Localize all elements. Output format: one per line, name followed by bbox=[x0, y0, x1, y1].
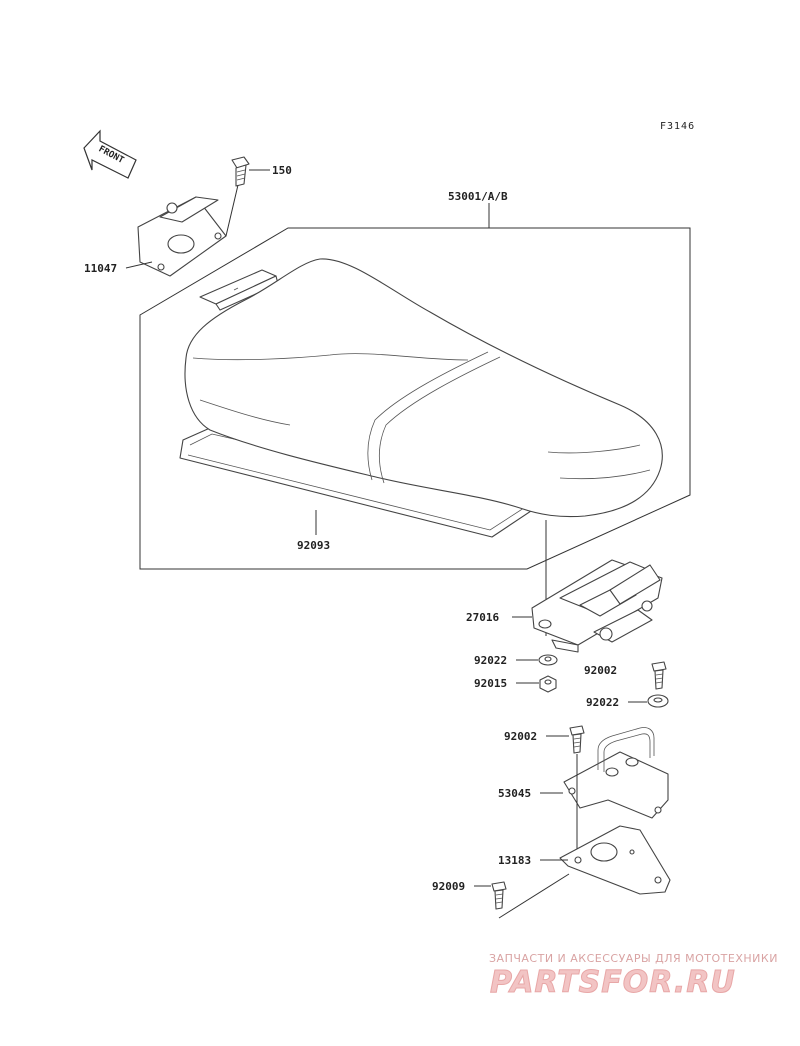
nut-92015-icon bbox=[539, 675, 557, 693]
bolt-92002-right-icon bbox=[651, 661, 667, 690]
washer-92022-icon bbox=[538, 654, 558, 666]
part-label-11047: 11047 bbox=[84, 262, 117, 275]
plate-13183-icon bbox=[559, 825, 671, 895]
part-label-13183: 13183 bbox=[498, 854, 531, 867]
bracket-11047-icon bbox=[137, 196, 227, 277]
screw-92009-icon bbox=[491, 881, 507, 910]
washer-92022-right-icon bbox=[647, 694, 669, 708]
part-label-92015: 92015 bbox=[474, 677, 507, 690]
figure-code: F3146 bbox=[660, 121, 695, 132]
part-label-150: 150 bbox=[272, 164, 292, 177]
bracket-53045-icon bbox=[563, 727, 669, 819]
part-label-53045: 53045 bbox=[498, 787, 531, 800]
watermark-logo: PARTSFOR.RU bbox=[490, 965, 736, 1000]
seat-icon bbox=[179, 258, 663, 538]
part-label-92093: 92093 bbox=[297, 539, 330, 552]
part-label-92009: 92009 bbox=[432, 880, 465, 893]
latch-27016-icon bbox=[531, 559, 663, 653]
part-label-53001: 53001/A/B bbox=[448, 190, 508, 203]
part-label-92002-right: 92002 bbox=[584, 664, 617, 677]
part-label-92002-left: 92002 bbox=[504, 730, 537, 743]
front-arrow-icon: FRONT bbox=[83, 129, 137, 179]
bolt-150-icon bbox=[231, 156, 250, 187]
part-label-27016: 27016 bbox=[466, 611, 499, 624]
watermark-tagline: ЗАПЧАСТИ И АКСЕССУАРЫ ДЛЯ МОТОТЕХНИКИ bbox=[489, 952, 778, 965]
seat-assembly-frame bbox=[139, 227, 691, 570]
part-label-92022-right: 92022 bbox=[586, 696, 619, 709]
bolt-92002-left-icon bbox=[569, 725, 585, 754]
part-label-92022-left: 92022 bbox=[474, 654, 507, 667]
